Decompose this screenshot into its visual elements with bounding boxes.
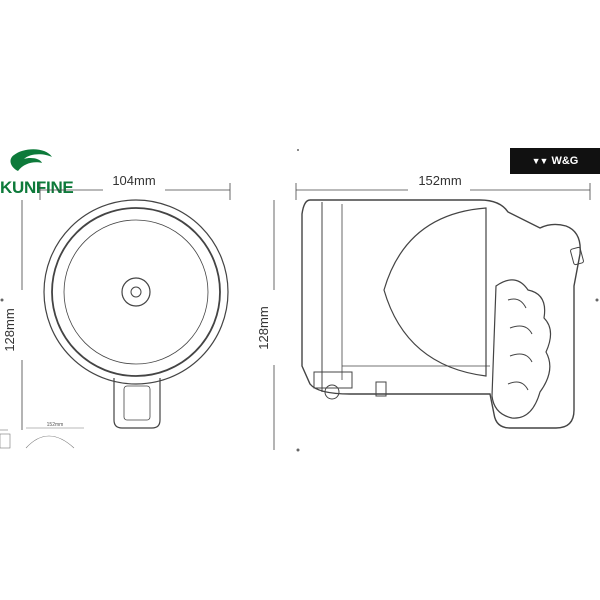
- front-bulb-inner: [130, 286, 142, 298]
- side-switch: [570, 246, 584, 266]
- side-grip-finger-1: [507, 298, 527, 309]
- side-mount-knob: [324, 384, 340, 400]
- front-inner-rim: [51, 207, 221, 377]
- thumbnail-width-label: 152mm: [47, 422, 64, 428]
- side-width-dimension: [295, 183, 591, 200]
- front-width-label: 104mm: [112, 173, 155, 188]
- kunfine-logo: [10, 149, 52, 171]
- side-grip-finger-3: [509, 353, 533, 363]
- front-handle-grip: [123, 385, 151, 421]
- side-reflector-dome: [383, 207, 487, 377]
- front-height-label: 128mm: [2, 308, 17, 351]
- front-handle: [113, 378, 161, 429]
- side-handle-grip: [491, 279, 552, 419]
- side-mount: [313, 371, 353, 389]
- brand-name: KUNFINE: [0, 178, 74, 197]
- front-lens: [63, 219, 209, 365]
- edge-markers: [0, 149, 599, 452]
- side-base-plug: [375, 381, 387, 397]
- side-grip-finger-2: [509, 325, 533, 335]
- wg-badge: ▼▼ W&G: [510, 148, 600, 174]
- badge-mark-icon: ▼▼: [531, 156, 549, 166]
- front-width-dimension: [39, 183, 231, 200]
- front-bulb-outer: [121, 277, 151, 307]
- side-lamp-body: [301, 199, 581, 429]
- side-view: 152mm 128mm: [256, 173, 591, 450]
- side-grip-finger-4: [507, 381, 529, 391]
- front-outer-rim: [43, 199, 229, 385]
- side-width-label: 152mm: [418, 173, 461, 188]
- front-view: 104mm 128mm: [2, 173, 231, 430]
- logo-swoosh-icon: [10, 149, 52, 171]
- badge-text: W&G: [551, 155, 579, 167]
- side-height-label: 128mm: [256, 306, 271, 349]
- thumbnail-view: [0, 427, 84, 449]
